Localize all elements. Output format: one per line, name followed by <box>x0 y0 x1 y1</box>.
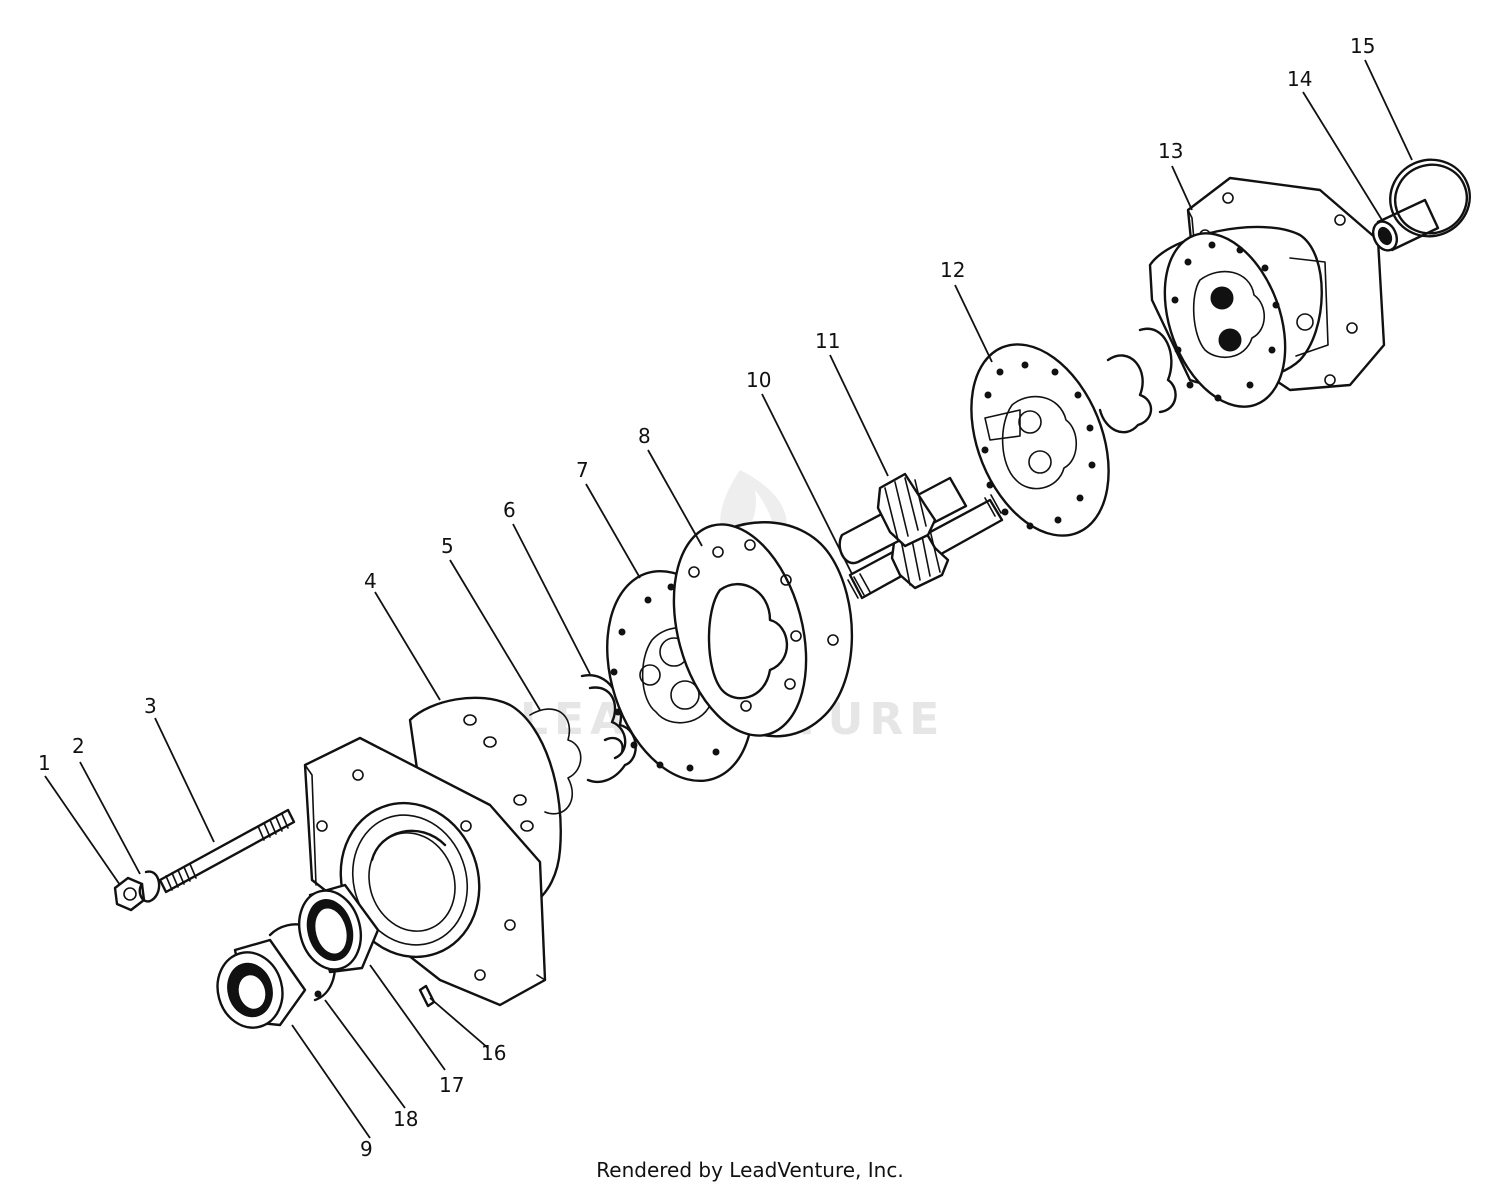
part-12-rear-thrust-plate <box>970 343 1110 537</box>
part-4-front-housing <box>303 696 562 1007</box>
callout-5: 5 <box>441 534 454 558</box>
part-16-dowel-pin <box>418 984 436 1008</box>
callout-7: 7 <box>576 458 589 482</box>
callout-16: 16 <box>481 1041 506 1065</box>
callout-15: 15 <box>1350 34 1375 58</box>
part-2-lock-washer <box>138 870 161 903</box>
callout-17: 17 <box>439 1073 464 1097</box>
callout-numbers: 1 2 3 4 5 6 7 8 10 11 12 13 14 15 16 17 … <box>38 34 1375 1161</box>
callout-14: 14 <box>1287 67 1312 91</box>
part-15-o-ring <box>1389 158 1471 238</box>
part-3-stud <box>158 808 296 894</box>
callout-9: 9 <box>360 1137 373 1161</box>
rear-seal-ring <box>1098 327 1177 434</box>
part-5-gasket <box>529 708 582 815</box>
leader-lines <box>44 59 1413 1139</box>
callout-10: 10 <box>746 368 771 392</box>
part-9-shaft-seal <box>216 938 307 1029</box>
callout-18: 18 <box>393 1107 418 1131</box>
callout-8: 8 <box>638 424 651 448</box>
callout-1: 1 <box>38 751 51 775</box>
callout-3: 3 <box>144 694 157 718</box>
callout-2: 2 <box>72 734 85 758</box>
callout-4: 4 <box>364 569 377 593</box>
callout-11: 11 <box>815 329 840 353</box>
footer-credit: Rendered by LeadVenture, Inc. <box>596 1158 904 1182</box>
part-17-bearing <box>298 883 380 974</box>
callout-6: 6 <box>503 498 516 522</box>
part-11-driven-gear <box>838 472 968 565</box>
callout-13: 13 <box>1158 139 1183 163</box>
callout-12: 12 <box>940 258 965 282</box>
part-8-gear-housing <box>672 521 854 738</box>
part-13-rear-cover <box>1148 176 1386 408</box>
